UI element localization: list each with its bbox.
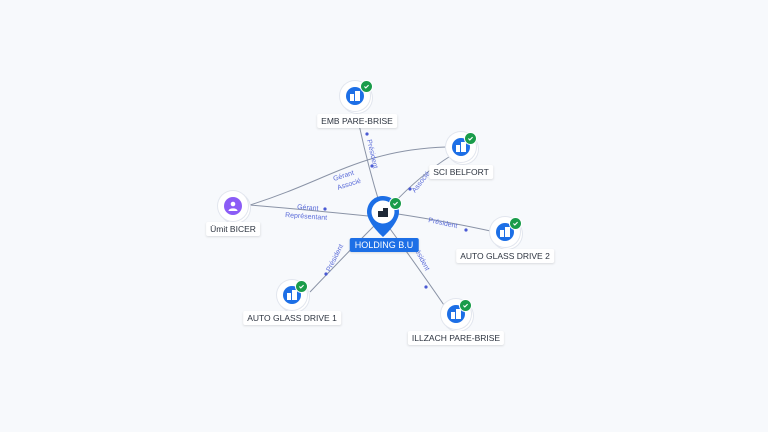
node-label[interactable]: Ümit BICER [206, 222, 260, 236]
edge-arrow [464, 228, 468, 232]
edge-label: Président [365, 139, 378, 169]
node-illzach-pare-brise[interactable] [441, 299, 473, 331]
edge-arrow [424, 285, 428, 289]
node-auto-glass-drive-2[interactable] [490, 217, 522, 249]
center-node[interactable] [364, 195, 404, 239]
node-label[interactable]: ILLZACH PARE-BRISE [407, 331, 505, 345]
edge-arrow [365, 132, 369, 136]
node-label[interactable]: AUTO GLASS DRIVE 2 [456, 249, 554, 263]
verified-check-icon [295, 280, 308, 293]
node-sci-belfort[interactable] [446, 132, 478, 164]
verified-check-icon [509, 217, 522, 230]
edge-arrow [324, 272, 328, 276]
edge-arrow [408, 187, 412, 191]
verified-check-icon [459, 299, 472, 312]
verified-check-icon [464, 132, 477, 145]
edge-label: Représentant [285, 212, 327, 222]
node-label[interactable]: AUTO GLASS DRIVE 1 [243, 311, 341, 325]
location-pin [367, 196, 399, 237]
edge-label: Président [428, 217, 458, 230]
node-label[interactable]: SCI BELFORT [429, 165, 493, 179]
verified-check-icon [389, 197, 402, 210]
edge-agd1 [309, 223, 377, 293]
node-emb-pare-brise[interactable] [340, 80, 373, 113]
person-icon [224, 197, 242, 215]
edge-agd2 [397, 213, 496, 233]
edge-arrow [370, 164, 374, 168]
node-label[interactable]: EMB PARE-BRISE [317, 114, 397, 128]
edge-umit-sci [249, 146, 447, 206]
node-auto-glass-drive-1[interactable] [277, 280, 309, 312]
edge-arrow [323, 207, 327, 211]
edge-illzach [387, 225, 447, 309]
center-node-label[interactable]: HOLDING B.U [349, 238, 419, 252]
edge-umit-center [249, 204, 369, 217]
verified-check-icon [360, 80, 373, 93]
node-umit-bicer[interactable] [218, 191, 250, 223]
edge-label: Gérant [297, 204, 319, 212]
building-icon [346, 87, 364, 105]
